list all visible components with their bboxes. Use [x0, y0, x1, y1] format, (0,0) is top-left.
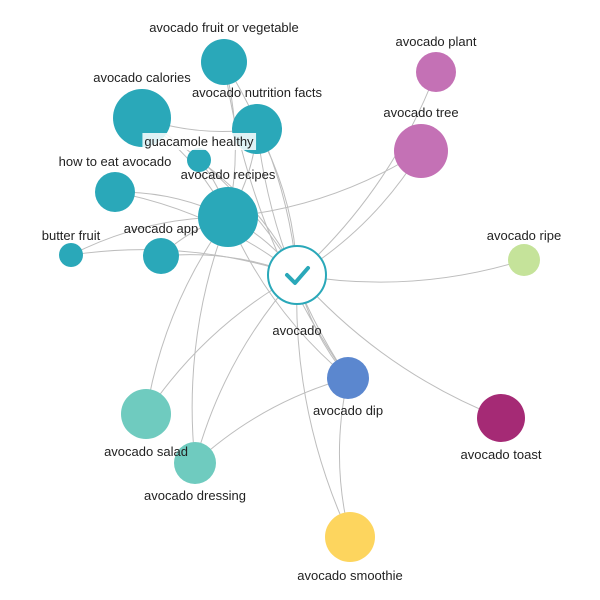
center-node[interactable]: avocado — [267, 245, 327, 338]
node-label-background — [142, 133, 257, 150]
checkmark-icon — [285, 266, 310, 285]
edge-avocado-to-avocado-plant — [296, 71, 437, 276]
node-label-avocado-plant: avocado plant — [396, 34, 477, 49]
node-guacamole-healthy[interactable] — [187, 148, 211, 172]
node-avocado-dip[interactable] — [327, 357, 369, 399]
node-label-avocado-app: avocado app — [124, 221, 198, 236]
node-label-avocado-smoothie: avocado smoothie — [297, 568, 403, 583]
node-label-how-to-eat-avocado: how to eat avocado — [59, 154, 172, 169]
node-label-avocado-dip: avocado dip — [313, 403, 383, 418]
nodes-layer — [59, 39, 540, 562]
node-butter-fruit[interactable] — [59, 243, 83, 267]
node-label-avocado-salad: avocado salad — [104, 444, 188, 459]
node-avocado-smoothie[interactable] — [325, 512, 375, 562]
node-label-avocado-nutrition-facts: avocado nutrition facts — [192, 85, 323, 100]
node-label-avocado-dressing: avocado dressing — [144, 488, 246, 503]
node-avocado-toast[interactable] — [477, 394, 525, 442]
node-label-avocado-tree: avocado tree — [383, 105, 458, 120]
node-avocado-calories[interactable] — [113, 89, 171, 147]
node-avocado-fruit-or-vegetable[interactable] — [201, 39, 247, 85]
edge-avocado-dip-to-avocado-dressing — [194, 377, 349, 464]
node-label-avocado-toast: avocado toast — [461, 447, 542, 462]
center-node-label: avocado — [272, 323, 321, 338]
node-avocado-tree[interactable] — [394, 124, 448, 178]
node-label-avocado-fruit-or-vegetable: avocado fruit or vegetable — [149, 20, 299, 35]
node-avocado-plant[interactable] — [416, 52, 456, 92]
edge-avocado-fruit-or-vegetable-to-avocado-dip — [223, 61, 349, 379]
edge-avocado-to-avocado-smoothie — [296, 274, 351, 538]
node-avocado-app[interactable] — [143, 238, 179, 274]
node-avocado-ripe[interactable] — [508, 244, 540, 276]
labels-layer: avocado fruit or vegetable avocado calori… — [42, 20, 561, 583]
node-how-to-eat-avocado[interactable] — [95, 172, 135, 212]
node-avocado-salad[interactable] — [121, 389, 171, 439]
node-avocado-recipes[interactable] — [198, 187, 258, 247]
node-avocado-dressing[interactable] — [174, 442, 216, 484]
edge-avocado-to-avocado-salad — [145, 274, 298, 415]
node-label-avocado-ripe: avocado ripe — [487, 228, 561, 243]
node-label-butter-fruit: butter fruit — [42, 228, 101, 243]
center-node-circle[interactable] — [267, 245, 327, 305]
edge-avocado-recipes-to-avocado-dressing — [191, 216, 229, 464]
edge-avocado-to-avocado-dressing — [194, 274, 298, 464]
node-label-guacamole-healthy: guacamole healthy — [144, 134, 254, 149]
edge-avocado-to-avocado-toast — [296, 274, 502, 419]
node-label-avocado-calories: avocado calories — [93, 70, 191, 85]
node-label-avocado-recipes: avocado recipes — [181, 167, 276, 182]
edge-avocado-to-avocado-ripe — [296, 259, 525, 283]
edge-avocado-to-butter-fruit — [70, 249, 298, 276]
